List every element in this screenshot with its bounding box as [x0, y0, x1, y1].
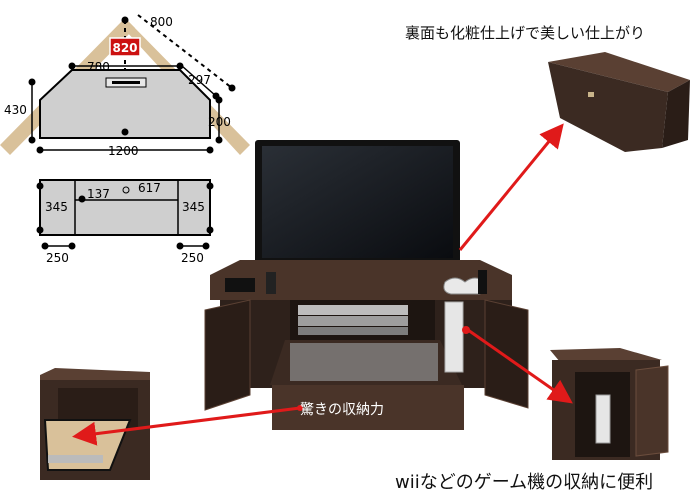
inner-617-label: 617: [138, 181, 161, 195]
base-width-1200-label: 1200: [108, 144, 139, 158]
cabinet-back-hole: [588, 92, 594, 97]
drawer-contents: [290, 343, 438, 381]
side-diag-297-label: 297: [188, 73, 211, 87]
front-outline: [39, 179, 211, 236]
right-height-200-label: 200: [208, 115, 231, 129]
remote-left: [225, 278, 255, 292]
left-height-430-label: 430: [4, 103, 27, 117]
wii-console-stored: [595, 394, 611, 444]
cabinet-top: [210, 260, 512, 300]
tv-screen: [262, 146, 453, 258]
cabinet-back-side: [662, 80, 690, 148]
cabinet-back-photo: [548, 52, 690, 152]
door-left: [204, 299, 251, 411]
front-left-345-label: 345: [45, 200, 68, 214]
height-badge: [109, 37, 141, 57]
caption-drawer-storage: 驚きの収納力: [300, 402, 384, 418]
arrow-to-wii: [467, 328, 573, 404]
top-width-780-label: 780: [87, 60, 110, 74]
av-deck-2: [298, 316, 408, 326]
drawer-cabinet-top: [40, 368, 150, 382]
cabinet-back-face: [548, 62, 668, 152]
center-mark-icon: [122, 186, 130, 194]
front-right-345-label: 345: [182, 200, 205, 214]
front-dimension-dots: [36, 182, 214, 250]
cabinet-back-top: [548, 52, 690, 92]
inner-137-label: 137: [87, 187, 110, 201]
arrow-dot-drawer: [297, 405, 303, 411]
arrow-to-drawer: [72, 406, 301, 446]
arrow-to-back: [458, 123, 564, 251]
diag-800-label: 800: [150, 15, 173, 29]
foot-right-250-label: 250: [181, 251, 204, 265]
diag-dash-line-800: [137, 14, 233, 89]
wii-cabinet-door: [635, 365, 669, 457]
arrow-dot-wii: [462, 326, 470, 334]
drawer-rail: [48, 455, 103, 463]
main-product-photo: [204, 140, 529, 430]
dimension-dots: [28, 16, 236, 154]
door-right: [484, 299, 529, 409]
wii-cabinet-top: [550, 348, 662, 362]
drawer-photo: [40, 368, 150, 480]
height-badge-label: 820: [112, 41, 137, 55]
dim-297-line: [181, 65, 217, 97]
drawer-front: [272, 385, 464, 430]
cable-slot-inner: [112, 81, 140, 84]
top-view-diagram: 820 800 780 297 430 200 1200: [0, 14, 250, 158]
remote-left-2: [266, 272, 276, 294]
foot-left-250-label: 250: [46, 251, 69, 265]
caption-back-finish: 裏面も化粧仕上げで美しい仕上がり: [405, 24, 646, 42]
av-deck-1: [298, 305, 408, 315]
av-deck-3: [298, 327, 408, 335]
wii-storage-photo: [550, 348, 669, 460]
remote-right: [478, 270, 487, 294]
shelf-top-shape: [39, 69, 211, 139]
front-view-diagram: 137 617 345 345 250 250: [36, 179, 214, 265]
caption-game-storage: wiiなどのゲーム機の収納に便利: [395, 472, 654, 493]
wii-console: [444, 301, 464, 373]
